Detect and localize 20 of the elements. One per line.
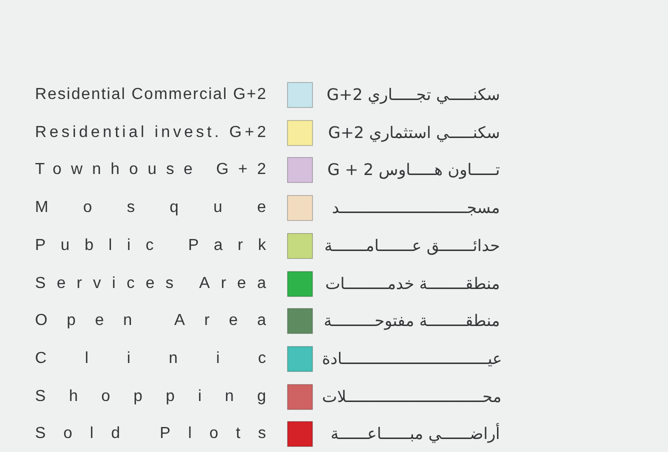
translation-label: سكنـــــي استثماري G+2 <box>328 122 500 143</box>
translation-label: تـــــاون هـــــاوس G + 2 <box>327 160 500 180</box>
translation-label: منطقــــــــة مفتوحـــــــــة <box>324 311 500 332</box>
translation-label: أراضــــــي مبــــــاعــــــة <box>330 424 500 444</box>
legend-label: Open Area <box>35 311 266 332</box>
legend-label: Clinic <box>35 348 266 369</box>
legend-label: Mosque <box>35 198 266 218</box>
legend-label: Sold Plots <box>35 424 266 444</box>
translation-label: حدائـــــــق عـــــــامـــــــة <box>324 236 500 256</box>
translation-label: منطقــــــــة خدمـــــــــات <box>325 274 500 294</box>
legend-label: Services Area <box>35 274 266 294</box>
translation-label: عيـــــــــــــــــــــــــــــــادة <box>322 348 502 369</box>
legend-label: Residential invest. G+2 <box>35 122 266 143</box>
translation-label: مسجـــــــــــــــــــــــــــد <box>332 198 500 218</box>
translation-label: سكنـــــي تجـــــاري G+2 <box>326 85 500 105</box>
legend-label: Residential Commercial G+2 <box>35 85 266 105</box>
legend-label: Townhouse G+2 <box>35 160 266 180</box>
translation-label: محـــــــــــــــــــــــــــــلات <box>322 386 502 407</box>
legend-label: Public Park <box>35 236 266 256</box>
legend-label: Shopping <box>35 386 266 407</box>
